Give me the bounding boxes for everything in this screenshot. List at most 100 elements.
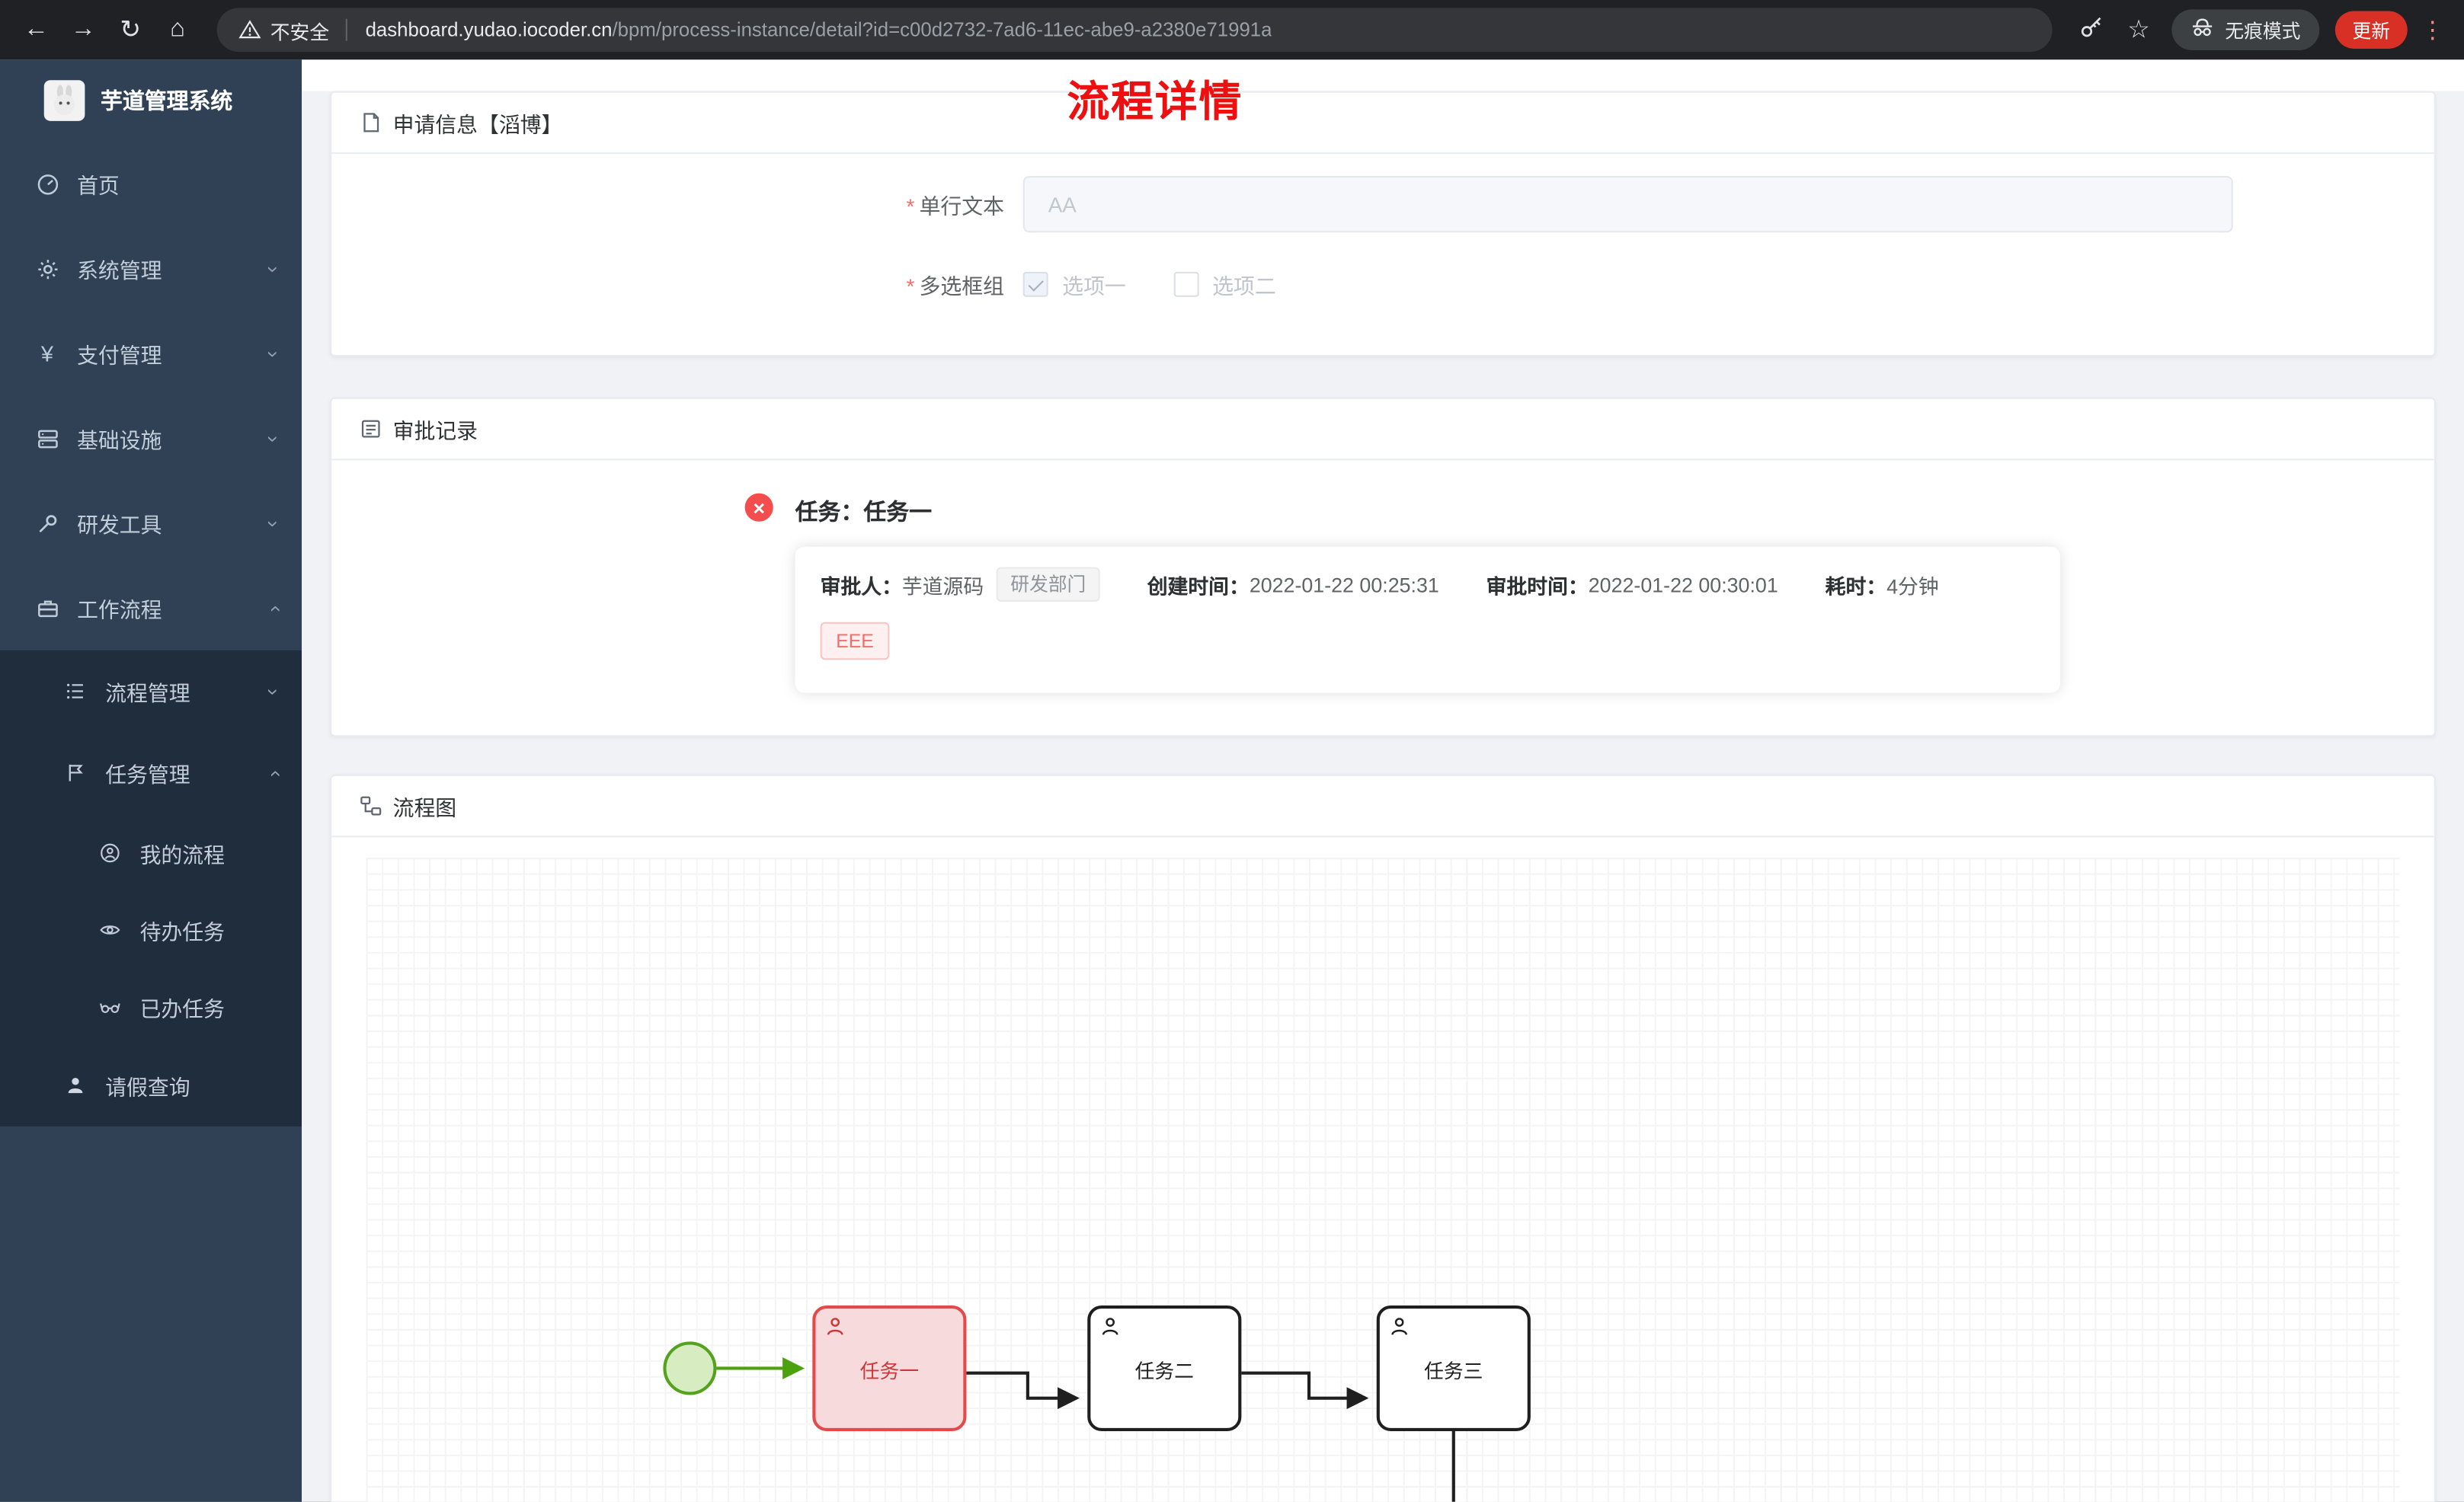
task1-label: 任务一 [859, 1360, 920, 1382]
sidebar-item-payment[interactable]: ¥ 支付管理 › [0, 311, 302, 395]
main-content: 流程详情 申请信息【滔博】 *单行文本 [302, 59, 2464, 1502]
menu-dots-icon: ⋮ [2421, 17, 2445, 44]
reload-button[interactable]: ↻ [107, 6, 154, 53]
user-circle-icon [98, 839, 123, 864]
rejected-status-icon: × [744, 493, 773, 522]
dashboard-icon [34, 171, 59, 197]
forward-button[interactable]: → [59, 6, 107, 53]
sidebar-item-infrastructure[interactable]: 基础设施 › [0, 396, 302, 481]
app-logo-row[interactable]: 芋道管理系统 [0, 59, 302, 141]
single-line-text-input[interactable] [1022, 176, 2233, 233]
close-x-glyph: × [753, 495, 766, 519]
approver-name: 芋道源码 [901, 574, 984, 598]
diagram-card-title: 流程图 [392, 796, 457, 820]
reject-reason-tag: EEE [820, 622, 890, 660]
sidebar-item-label: 支付管理 [77, 344, 162, 368]
sidebar-item-my-process[interactable]: 我的流程 [0, 813, 302, 890]
sidebar-item-leave-query[interactable]: 请假查询 [0, 1045, 302, 1126]
server-icon [34, 426, 59, 451]
checkbox-option1[interactable]: 选项一 [1022, 269, 1126, 300]
sidebar-item-label: 已办任务 [139, 996, 225, 1021]
duration-label: 耗时： [1825, 574, 1887, 598]
sidebar-item-process-mgmt[interactable]: 流程管理 › [0, 650, 302, 732]
sidebar-item-workflow[interactable]: 工作流程 › [0, 566, 302, 650]
task1-node[interactable]: 任务一 [812, 1305, 967, 1431]
duration-group: 耗时： 4分钟 [1826, 570, 1939, 599]
page-title: 流程详情 [1067, 78, 1243, 126]
sequence-flows [716, 1357, 1455, 1502]
reload-icon: ↻ [120, 17, 142, 44]
task3-node[interactable]: 任务三 [1376, 1305, 1531, 1431]
app-logo [43, 80, 85, 121]
chevron-down-icon: › [261, 434, 285, 442]
address-bar[interactable]: 不安全 dashboard.yudao.iocoder.cn/bpm/proce… [216, 8, 2053, 53]
sidebar-item-task-mgmt[interactable]: 任务管理 › [0, 732, 302, 813]
duration-value: 4分钟 [1886, 574, 1939, 598]
sidebar-item-system[interactable]: 系统管理 › [0, 226, 302, 311]
gear-icon [34, 256, 59, 281]
star-icon: ☆ [2127, 17, 2150, 44]
sidebar-item-label: 请假查询 [105, 1075, 190, 1100]
password-key-button[interactable] [2068, 6, 2115, 53]
address-divider [344, 18, 347, 41]
not-secure-icon [238, 19, 261, 41]
sidebar: 芋道管理系统 首页 系统管理 › ¥ [0, 59, 302, 1502]
update-label: 更新 [2352, 19, 2391, 42]
incognito-icon [2190, 16, 2214, 44]
approved-time: 2022-01-22 00:30:01 [1588, 572, 1778, 596]
dept-tag: 研发部门 [996, 567, 1100, 602]
approved-label: 审批时间： [1486, 574, 1589, 598]
menu-button[interactable]: ⋮ [2414, 6, 2452, 53]
flag-icon [63, 760, 88, 785]
app-title: 芋道管理系统 [101, 88, 233, 113]
incognito-label: 无痕模式 [2225, 19, 2301, 42]
flow-task1-to-task2 [966, 1371, 1080, 1410]
sidebar-item-label: 我的流程 [139, 842, 225, 867]
start-event-node[interactable] [663, 1341, 717, 1395]
record-card-header: 审批记录 [331, 399, 2434, 461]
sidebar-item-label: 基础设施 [77, 429, 162, 452]
document-icon [360, 111, 382, 133]
key-icon [2079, 14, 2104, 46]
approved-time-group: 审批时间： 2022-01-22 00:30:01 [1486, 570, 1778, 599]
list-icon [63, 679, 88, 704]
checkbox-option2[interactable]: 选项二 [1173, 269, 1276, 300]
sidebar-item-done-tasks[interactable]: 已办任务 [0, 968, 302, 1045]
bpmn-canvas[interactable]: 任务一 任务二 任务三 [366, 858, 2400, 1502]
sidebar-item-todo-tasks[interactable]: 待办任务 [0, 890, 302, 967]
field-label-text: 单行文本 [919, 194, 1004, 219]
user-task-icon [1100, 1316, 1121, 1337]
sidebar-item-label: 流程管理 [105, 682, 190, 706]
task2-label: 任务二 [1134, 1360, 1194, 1382]
single-line-text-label: *单行文本 [331, 189, 1023, 220]
diagram-card-header: 流程图 [331, 776, 2434, 838]
field-label-text: 多选框组 [919, 274, 1004, 299]
record-icon [360, 418, 382, 440]
briefcase-icon [34, 596, 59, 621]
created-label: 创建时间： [1147, 574, 1250, 598]
checkbox-unchecked-icon [1173, 271, 1198, 297]
task2-node[interactable]: 任务二 [1087, 1305, 1242, 1431]
chevron-down-icon: › [261, 519, 285, 527]
workflow-submenu: 流程管理 › 任务管理 › 我的流程 [0, 650, 302, 1126]
back-button[interactable]: ← [13, 6, 60, 53]
bookmark-star-button[interactable]: ☆ [2115, 6, 2162, 53]
yen-icon: ¥ [40, 340, 53, 366]
chevron-down-icon: › [261, 350, 285, 357]
user-task-icon [1389, 1316, 1410, 1337]
approval-record-card: 审批记录 × 任务：任务一 审批人： 芋道源码 研发部门 创建时间： [330, 397, 2436, 737]
sidebar-item-home[interactable]: 首页 [0, 142, 302, 226]
chevron-up-icon: › [261, 604, 285, 612]
sidebar-item-dev-tools[interactable]: 研发工具 › [0, 481, 302, 565]
approver-group: 审批人： 芋道源码 研发部门 [821, 567, 1100, 602]
update-button[interactable]: 更新 [2334, 11, 2408, 49]
task3-label: 任务三 [1424, 1360, 1483, 1382]
checkbox-option2-label: 选项二 [1212, 274, 1276, 299]
chevron-down-icon: › [261, 688, 285, 695]
created-time: 2022-01-22 00:25:31 [1249, 572, 1439, 596]
required-mark: * [906, 194, 915, 219]
person-icon [63, 1073, 88, 1098]
home-button[interactable]: ⌂ [154, 6, 201, 53]
glasses-icon [98, 994, 123, 1019]
